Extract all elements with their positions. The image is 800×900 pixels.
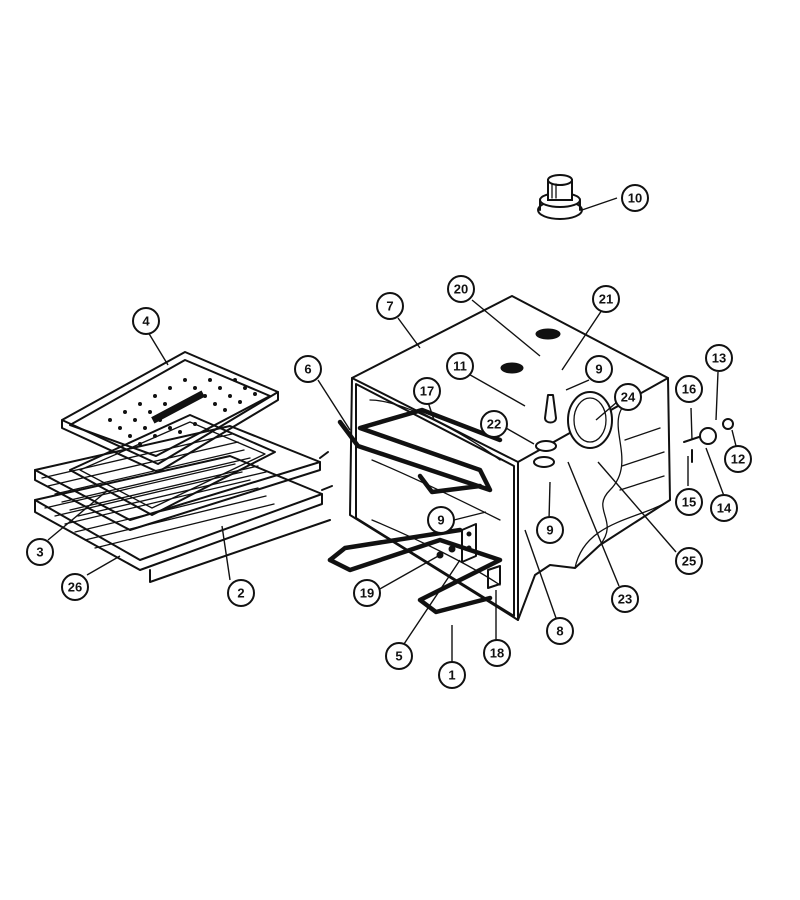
callout-13: 13 bbox=[705, 344, 733, 372]
part-broiler-pan bbox=[61, 351, 279, 473]
part-broil-element bbox=[327, 527, 503, 615]
svg-text:2: 2 bbox=[237, 586, 244, 601]
callout-8: 8 bbox=[546, 617, 574, 645]
part-oven-rack-lower bbox=[34, 455, 333, 583]
callout-21: 21 bbox=[592, 285, 620, 313]
svg-text:15: 15 bbox=[682, 495, 696, 510]
svg-text:18: 18 bbox=[490, 646, 504, 661]
part-vent-cap bbox=[537, 174, 583, 220]
callout-2: 2 bbox=[227, 579, 255, 607]
callout-16: 16 bbox=[675, 375, 703, 403]
svg-text:17: 17 bbox=[420, 384, 434, 399]
part-hardware-12-16 bbox=[683, 418, 734, 463]
callout-15: 15 bbox=[675, 488, 703, 516]
part-oven-rack-upper bbox=[34, 425, 329, 531]
svg-text:23: 23 bbox=[618, 592, 632, 607]
svg-text:10: 10 bbox=[628, 191, 642, 206]
svg-text:3: 3 bbox=[36, 545, 43, 560]
svg-text:4: 4 bbox=[142, 314, 150, 329]
callout-22: 22 bbox=[480, 410, 508, 438]
callout-1: 1 bbox=[438, 661, 466, 689]
svg-text:21: 21 bbox=[599, 292, 613, 307]
part-bracket-5 bbox=[461, 523, 477, 563]
callout-7: 7 bbox=[376, 292, 404, 320]
svg-text:6: 6 bbox=[304, 362, 311, 377]
part-grommet-22 bbox=[533, 440, 557, 468]
svg-text:22: 22 bbox=[487, 417, 501, 432]
part-bracket-18 bbox=[487, 565, 501, 589]
callout-18: 18 bbox=[483, 639, 511, 667]
callout-25: 25 bbox=[675, 547, 703, 575]
svg-text:24: 24 bbox=[621, 390, 636, 405]
svg-text:12: 12 bbox=[731, 452, 745, 467]
svg-text:8: 8 bbox=[556, 624, 563, 639]
callout-10: 10 bbox=[621, 184, 649, 212]
callout-14: 14 bbox=[710, 494, 738, 522]
callout-17: 17 bbox=[413, 377, 441, 405]
callout-5: 5 bbox=[385, 642, 413, 670]
callout-9-right: 9 bbox=[536, 516, 564, 544]
callout-3: 3 bbox=[26, 538, 54, 566]
svg-text:7: 7 bbox=[386, 299, 393, 314]
svg-text:5: 5 bbox=[395, 649, 402, 664]
svg-text:26: 26 bbox=[68, 580, 82, 595]
svg-text:9: 9 bbox=[595, 362, 602, 377]
svg-text:11: 11 bbox=[453, 359, 467, 374]
callout-19: 19 bbox=[353, 579, 381, 607]
part-bake-element bbox=[337, 407, 503, 495]
callout-9-top: 9 bbox=[585, 355, 613, 383]
callout-6: 6 bbox=[294, 355, 322, 383]
svg-text:25: 25 bbox=[682, 554, 696, 569]
svg-text:13: 13 bbox=[712, 351, 726, 366]
callout-4: 4 bbox=[132, 307, 160, 335]
callout-26: 26 bbox=[61, 573, 89, 601]
svg-text:9: 9 bbox=[437, 513, 444, 528]
part-light-assembly bbox=[567, 391, 613, 449]
callout-11: 11 bbox=[446, 352, 474, 380]
callout-9-mid: 9 bbox=[427, 506, 455, 534]
svg-text:19: 19 bbox=[360, 586, 374, 601]
svg-text:9: 9 bbox=[546, 523, 553, 538]
callout-12: 12 bbox=[724, 445, 752, 473]
broiler-pan-slots bbox=[108, 378, 257, 446]
callout-20: 20 bbox=[447, 275, 475, 303]
svg-text:1: 1 bbox=[448, 668, 455, 683]
part-screws-19 bbox=[436, 545, 456, 559]
part-thermostat-bulb bbox=[544, 394, 557, 424]
callout-23: 23 bbox=[611, 585, 639, 613]
leader-lines bbox=[47, 197, 737, 664]
callout-24: 24 bbox=[614, 383, 642, 411]
svg-text:14: 14 bbox=[717, 501, 732, 516]
svg-text:16: 16 bbox=[682, 382, 696, 397]
svg-text:20: 20 bbox=[454, 282, 468, 297]
